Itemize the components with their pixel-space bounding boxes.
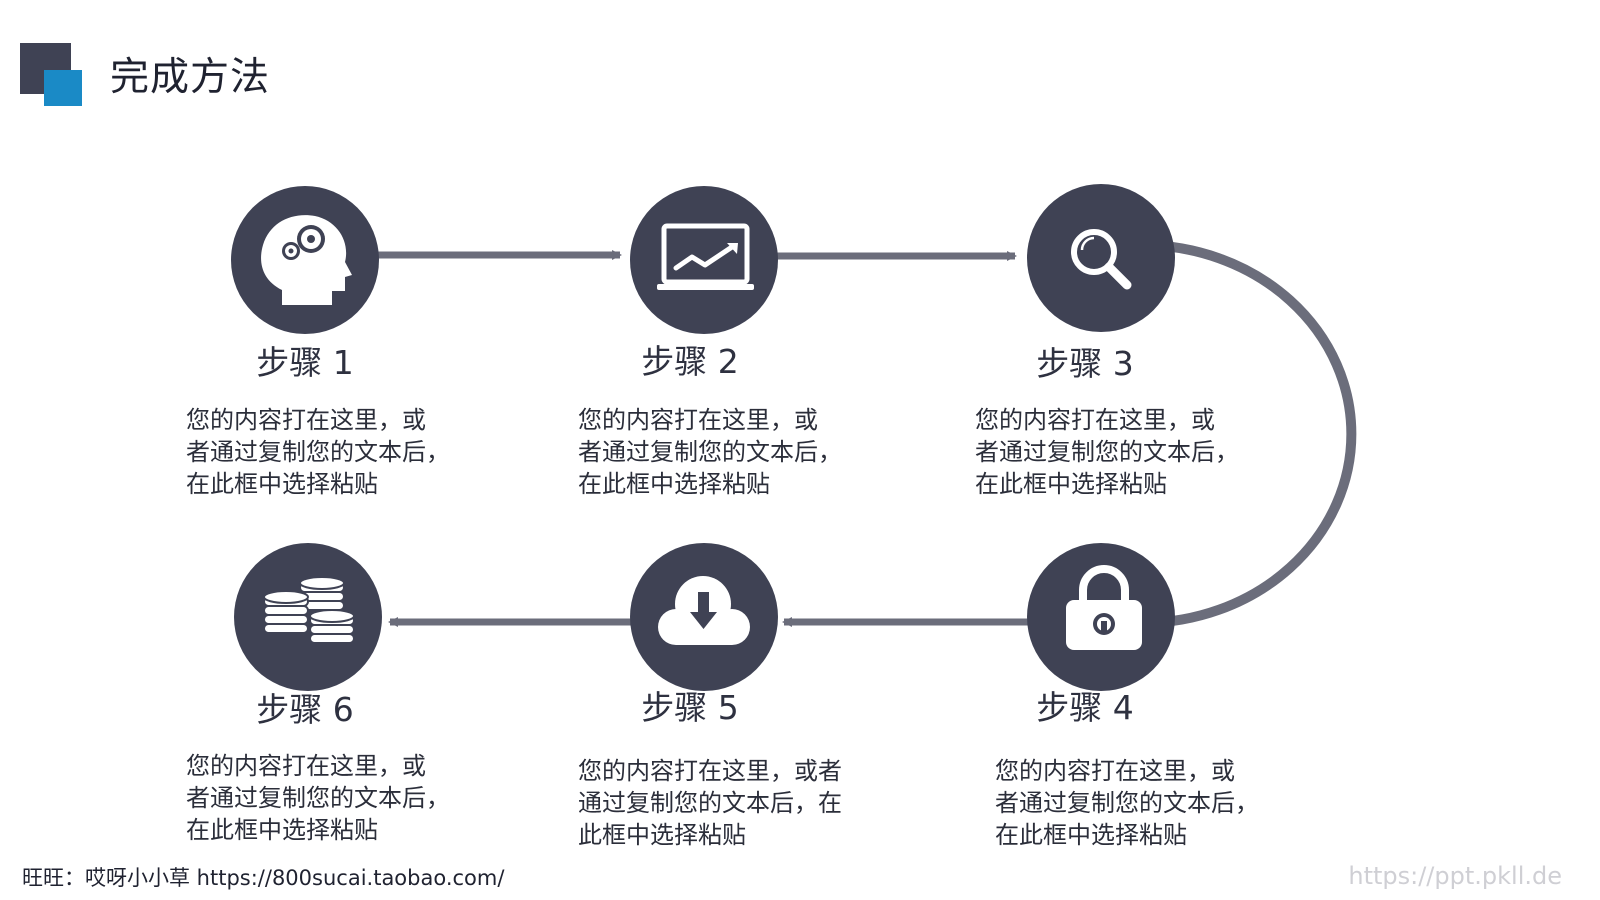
step-6-description: 您的内容打在这里，或 者通过复制您的文本后， 在此框中选择粘贴 xyxy=(186,752,450,844)
step-4-label: 步骤 4 xyxy=(1036,688,1134,727)
step-1-icon-circle xyxy=(231,186,379,334)
step-6-icon-circle xyxy=(234,543,382,691)
laptop-chart-icon xyxy=(657,223,754,290)
curve-step3-to-step4 xyxy=(1141,240,1357,628)
coins-stack-icon xyxy=(263,576,355,644)
step-2-description: 您的内容打在这里，或 者通过复制您的文本后， 在此框中选择粘贴 xyxy=(578,406,842,498)
step-3-icon-circle xyxy=(1027,184,1175,332)
step-1-description: 您的内容打在这里，或 者通过复制您的文本后， 在此框中选择粘贴 xyxy=(186,406,450,498)
step-3-label: 步骤 3 xyxy=(1036,344,1134,383)
footer-watermark: https://ppt.pkll.de xyxy=(1348,862,1562,890)
step-5-icon-circle xyxy=(630,543,778,691)
step-2-icon-circle xyxy=(630,186,778,334)
step-4-description: 您的内容打在这里，或 者通过复制您的文本后， 在此框中选择粘贴 xyxy=(995,757,1259,849)
magnifier-icon xyxy=(1071,229,1132,290)
page-title: 完成方法 xyxy=(110,55,271,100)
step-3-description: 您的内容打在这里，或 者通过复制您的文本后， 在此框中选择粘贴 xyxy=(975,406,1239,498)
step-6-label: 步骤 6 xyxy=(256,690,354,729)
padlock-icon xyxy=(1066,565,1142,650)
title-logo-blue-square xyxy=(44,70,82,106)
step-2-label: 步骤 2 xyxy=(641,342,739,381)
head-gears-icon xyxy=(261,215,352,305)
step-4-icon-circle xyxy=(1027,543,1175,691)
step-1-label: 步骤 1 xyxy=(256,343,354,382)
footer-credit: 旺旺：哎呀小小草 https://800sucai.taobao.com/ xyxy=(22,866,505,890)
step-5-label: 步骤 5 xyxy=(641,688,739,727)
step-5-description: 您的内容打在这里，或者 通过复制您的文本后，在 此框中选择粘贴 xyxy=(578,757,842,849)
cloud-download-icon xyxy=(658,576,750,645)
